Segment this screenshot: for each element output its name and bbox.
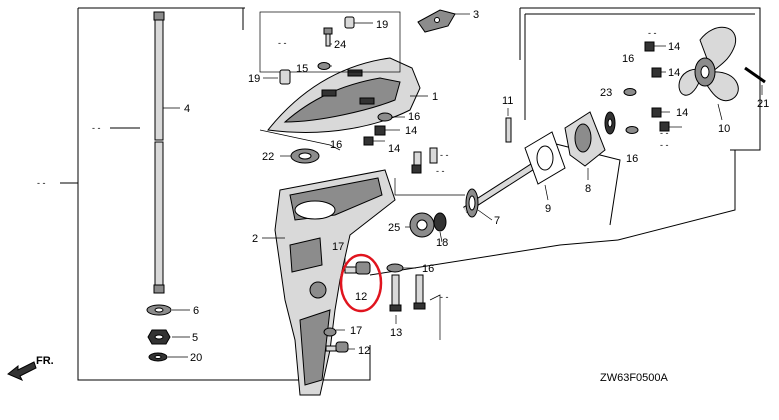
dash-mark: - - (92, 123, 101, 133)
front-direction-arrow (7, 361, 37, 381)
dash-mark: - - (648, 28, 657, 38)
callout-15: 15 (296, 63, 308, 75)
thrust-washer-23 (604, 111, 616, 135)
callout-5: 5 (192, 332, 198, 344)
callout-14-a: 14 (405, 125, 417, 137)
gasket-9 (524, 131, 566, 201)
callout-11: 11 (502, 95, 513, 107)
callout-24: 24 (334, 39, 346, 51)
anti-cavitation-plate (267, 57, 428, 133)
callout-16-c: 16 (622, 53, 634, 65)
cotter-pin-21 (744, 66, 766, 95)
callout-19-b: 19 (248, 73, 260, 85)
shear-pin-11 (505, 108, 512, 143)
dash-mark: - - (278, 38, 287, 48)
fastener-cluster-right (623, 41, 682, 134)
callout-20: 20 (190, 352, 202, 364)
propeller-shaft (463, 162, 537, 221)
dash-mark: - - (440, 292, 449, 302)
washer-16-lower (386, 263, 416, 273)
callout-14-d: 14 (668, 67, 680, 79)
bracket-part (417, 9, 470, 33)
callout-8: 8 (585, 183, 591, 195)
bolt-12-lower (323, 327, 355, 353)
callout-16-b: 16 (330, 139, 342, 151)
callout-17-a: 17 (332, 241, 344, 253)
callout-23: 23 (600, 87, 612, 99)
callout-3: 3 (473, 9, 479, 21)
callout-1: 1 (432, 91, 438, 103)
callout-22: 22 (262, 151, 274, 163)
callout-16-e: 16 (422, 263, 434, 275)
callout-14-b: 14 (388, 143, 400, 155)
dash-mark: - - (660, 140, 669, 150)
bearing-holder-8 (564, 111, 606, 180)
assembly-frame (60, 7, 761, 381)
dash-mark: - - (660, 128, 669, 138)
propeller-10 (678, 26, 739, 121)
callout-14-e: 14 (676, 107, 688, 119)
highlight-circle (339, 253, 383, 313)
callout-16-d: 16 (626, 153, 638, 165)
direction-label: FR. (36, 355, 54, 367)
bearing-25 (405, 212, 447, 243)
fastener-cluster-center (363, 112, 438, 174)
callout-2: 2 (252, 233, 258, 245)
callout-4: 4 (184, 103, 190, 115)
callout-6: 6 (193, 305, 199, 317)
gear-case (262, 169, 396, 396)
bolt-12-upper (344, 258, 371, 275)
shaft-washers (146, 304, 190, 362)
callout-25: 25 (388, 222, 400, 234)
bolt-group-top (259, 11, 401, 85)
callout-10: 10 (718, 123, 730, 135)
callout-labels: 1 2 3 4 5 6 7 8 9 10 11 12 12 13 14 14 1… (184, 9, 769, 364)
callout-9: 9 (545, 203, 551, 215)
callout-13: 13 (390, 327, 402, 339)
callout-7: 7 (494, 215, 500, 227)
callout-12-lower: 12 (358, 345, 370, 357)
callout-16-a: 16 (408, 111, 420, 123)
callout-18: 18 (436, 237, 448, 249)
dash-mark: - - (436, 166, 445, 176)
callout-14-c: 14 (668, 41, 680, 53)
dash-mark: - - (440, 150, 449, 160)
drive-shaft (153, 11, 180, 294)
bolts-13 (389, 274, 426, 324)
reference-dashes: - - - - - - - - - - - - - - - - - - (37, 28, 669, 302)
callout-12-upper: 12 (355, 291, 367, 303)
diagram-code: ZW63F0500A (600, 372, 669, 384)
oil-seal-22 (280, 148, 320, 164)
callout-19-a: 19 (376, 19, 388, 31)
dash-mark: - - (37, 178, 46, 188)
callout-17-b: 17 (350, 325, 362, 337)
callout-21: 21 (757, 98, 769, 110)
